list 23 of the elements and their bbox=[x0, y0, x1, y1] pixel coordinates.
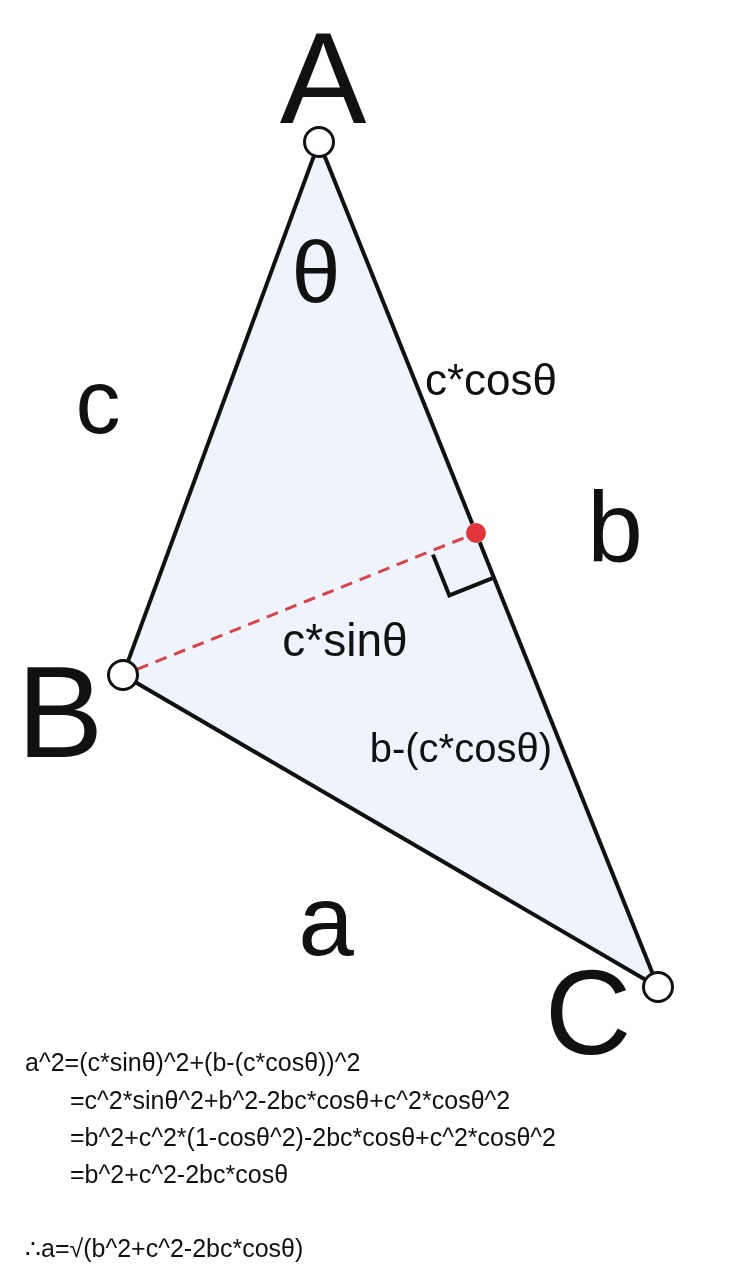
vertex-label: C bbox=[544, 952, 632, 1072]
vertex-label: A bbox=[279, 13, 367, 143]
formula-line: =b^2+c^2*(1-cosθ^2)-2bc*cosθ+c^2*cosθ^2 bbox=[70, 1124, 556, 1150]
angle-label: θ bbox=[291, 228, 341, 316]
vertex-label: B bbox=[16, 647, 104, 777]
side-label: a bbox=[298, 870, 354, 970]
foot-point-dot bbox=[464, 521, 488, 545]
length-label: c*cosθ bbox=[425, 358, 558, 402]
line bbox=[477, 541, 655, 974]
vertex-point bbox=[106, 658, 140, 692]
length-label: b-(c*cosθ) bbox=[369, 728, 552, 768]
side-label: b bbox=[587, 477, 643, 577]
line bbox=[322, 155, 475, 525]
formula-line: a^2=(c*sinθ)^2+(b-(c*cosθ))^2 bbox=[25, 1049, 361, 1075]
formula-line: =b^2+c^2-2bc*cosθ bbox=[70, 1161, 289, 1187]
vertex-point bbox=[302, 125, 336, 159]
formula-line: ∴a=√(b^2+c^2-2bc*cosθ) bbox=[25, 1235, 304, 1261]
length-label: c*sinθ bbox=[282, 617, 408, 663]
vertex-point bbox=[641, 970, 675, 1004]
side-label: c bbox=[75, 357, 121, 447]
formula-line: =c^2*sinθ^2+b^2-2bc*cosθ+c^2*cosθ^2 bbox=[70, 1087, 511, 1113]
line bbox=[126, 155, 316, 662]
line bbox=[134, 680, 647, 982]
